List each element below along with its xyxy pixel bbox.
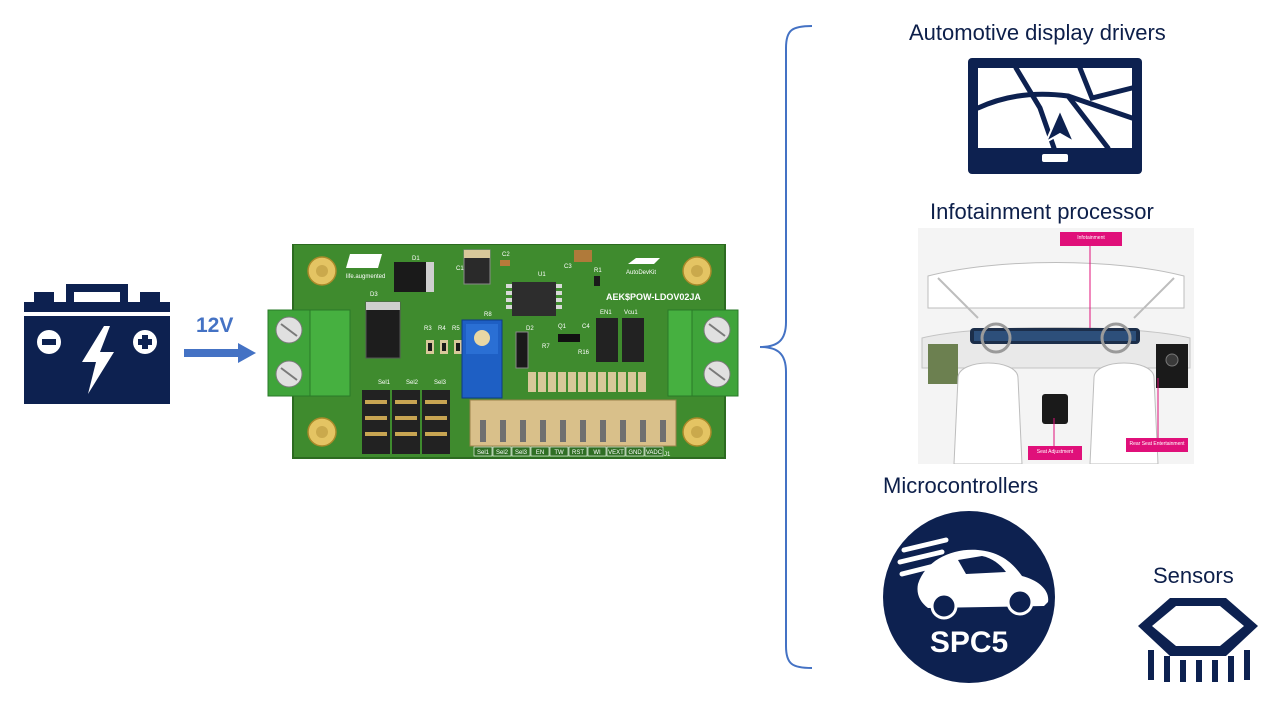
callout-infotainment: Infotainment: [1060, 232, 1122, 246]
svg-text:D2: D2: [526, 326, 534, 332]
spc5-text: SPC5: [930, 626, 1008, 659]
display-label: Automotive display drivers: [909, 20, 1166, 45]
pcb-autodevkit: AutoDevKit: [626, 270, 656, 276]
svg-text:Q1: Q1: [558, 324, 567, 330]
svg-text:Sel2: Sel2: [406, 380, 419, 386]
voltage-label: 12V: [196, 314, 234, 337]
pin-label: GND: [628, 450, 642, 456]
pin-label-box: [625, 446, 645, 457]
svg-text:Sel1: Sel1: [378, 380, 391, 386]
pin-label: VADC: [646, 450, 663, 456]
infotainment-label: Infotainment processor: [930, 199, 1154, 224]
pin-label-box: [473, 446, 493, 457]
svg-text:D1: D1: [412, 256, 420, 262]
j1-label: J1: [664, 452, 671, 458]
pin-label-box: [530, 446, 550, 457]
pin-label: Sel1: [477, 450, 490, 456]
pin-label: TW: [554, 450, 564, 456]
pin-label-box: [568, 446, 588, 457]
svg-text:C2: C2: [502, 252, 510, 258]
pin-label-box: [644, 446, 664, 457]
pcb-board: life.augmented D1 D3 C1 C2 U1 C3 R1 Auto…: [266, 243, 740, 460]
pin-label: Sel2: [496, 450, 509, 456]
bracket: [758, 22, 818, 672]
pin-label: RST: [572, 450, 584, 456]
svg-text:C3: C3: [564, 264, 572, 270]
pin-label: WI: [593, 450, 601, 456]
callout-rear-seat-entertainment: Rear Seat Entertainment: [1126, 438, 1188, 452]
car-cockpit-infotainment-image: Infotainment Seat Adjustment Rear Seat E…: [918, 228, 1194, 465]
pin-label: VEXT: [608, 450, 624, 456]
svg-text:R5: R5: [452, 326, 460, 332]
pin-label-box: [549, 446, 569, 457]
svg-text:C1: C1: [456, 266, 464, 272]
svg-text:D3: D3: [370, 292, 378, 298]
svg-text:EN1: EN1: [600, 310, 612, 316]
svg-text:Sel3: Sel3: [434, 380, 447, 386]
pin-label-box: [587, 446, 607, 457]
arrow-right-icon: [184, 343, 256, 363]
svg-text:Vcu1: Vcu1: [624, 310, 638, 316]
spc5-car-badge-icon: SPC5: [882, 510, 1056, 684]
svg-text:C4: C4: [582, 324, 590, 330]
pcb-tagline: life.augmented: [346, 274, 385, 280]
svg-text:U1: U1: [538, 272, 546, 278]
sensor-chip-icon: [1134, 594, 1262, 684]
pin-label: EN: [536, 450, 544, 456]
svg-text:R8: R8: [484, 312, 492, 318]
svg-text:R1: R1: [594, 268, 602, 274]
svg-text:R16: R16: [578, 350, 590, 356]
sensors-label: Sensors: [1153, 563, 1234, 588]
svg-text:R3: R3: [424, 326, 432, 332]
svg-text:R7: R7: [542, 344, 550, 350]
board-name: AEK$POW-LDOV02JA: [606, 292, 701, 302]
battery-icon: [22, 282, 172, 406]
pin-label-box: [511, 446, 531, 457]
svg-text:R4: R4: [438, 326, 446, 332]
navigation-display-icon: [968, 58, 1142, 174]
callout-seat-adjustment: Seat Adjustment: [1028, 446, 1082, 460]
microcontrollers-label: Microcontrollers: [883, 473, 1039, 498]
pin-label-box: [606, 446, 626, 457]
pin-label: Sel3: [515, 450, 528, 456]
pin-label-box: [492, 446, 512, 457]
